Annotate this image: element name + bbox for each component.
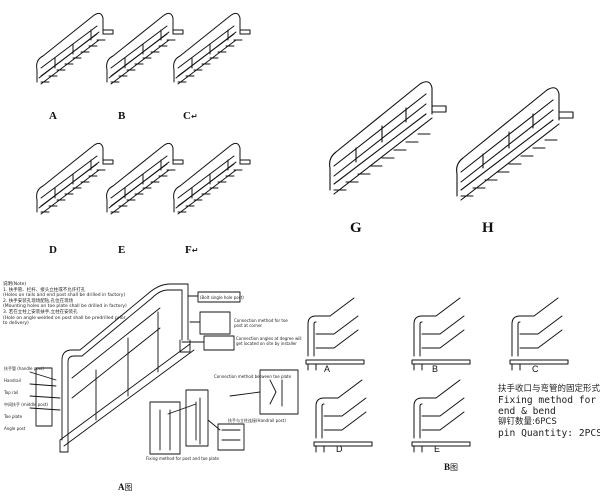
railing-variant-d: [36, 142, 114, 215]
end-label-a: A: [324, 364, 331, 374]
caption-b: B图: [444, 462, 459, 472]
callout-handle-post: 扶手管 (handle post): [4, 366, 44, 371]
pin-quantity-en: pin Quantity: 2PCS: [498, 428, 600, 439]
callout-angle-post: Angle post: [4, 426, 26, 431]
railing-variant-c: [173, 12, 251, 85]
callout-angle-degree: Connection angles at degree will get loc…: [236, 336, 302, 346]
label-a: A: [49, 110, 57, 122]
note-line: (Hole on angle welded on post shall be p…: [3, 315, 126, 321]
label-b: B: [118, 110, 126, 122]
callout-handrail: Handrail: [4, 378, 21, 383]
callout-corner: Connection method for toe post at corner: [234, 318, 288, 328]
detail-a-drawing: [29, 283, 299, 455]
note-line: to delivery): [3, 321, 29, 327]
caption-a: A图: [118, 482, 133, 492]
label-f: F↵: [185, 244, 199, 256]
railing-variant-h: [456, 87, 574, 201]
callout-handrail-post: 扶手与立柱连接(Handrail post): [228, 418, 286, 423]
railing-variant-f: [173, 142, 251, 215]
end-fixing-e: [411, 379, 471, 453]
label-h: H: [482, 220, 494, 236]
fixing-subtitle: end & bend: [498, 406, 556, 417]
callout-toe-plate: Toe plate: [4, 414, 23, 419]
end-fixing-b: [411, 297, 471, 371]
note-line: (Mounting holes on toe plate shall be dr…: [3, 304, 127, 310]
end-fixing-d: [313, 379, 373, 453]
end-label-b: B: [432, 364, 439, 374]
note-line: (Holes on rails and end post shall be dr…: [3, 293, 126, 299]
end-fixing-a: [305, 297, 365, 371]
note-line: 1. 扶手管、栏杆、接头立柱或不允许打孔: [3, 287, 86, 293]
end-label-e: E: [434, 444, 441, 454]
railing-variant-a: [36, 12, 114, 85]
end-label-d: D: [336, 444, 343, 454]
note-line: 2. 扶手安装孔现场配钻,孔位在现场: [3, 298, 74, 304]
railing-variant-e: [106, 142, 184, 215]
label-g: G: [350, 220, 362, 236]
callout-middle-post: 中间扶手 (middle post): [4, 402, 48, 407]
railing-variant-b: [106, 12, 184, 85]
fixing-method-block: 扶手收口与弯管的固定形式 Fixing method for end & ben…: [498, 384, 600, 439]
note-line: 3. 若在立柱上安装扶手,立柱在安装孔: [3, 309, 78, 315]
railing-variant-g: [329, 81, 447, 195]
note-title: 说明(Note): [3, 282, 27, 287]
notes-block: 说明(Note) 1. 扶手管、栏杆、接头立柱或不允许打孔 (Holes on …: [3, 282, 127, 327]
fixing-title-cn: 扶手收口与弯管的固定形式: [498, 384, 600, 394]
callout-top-rail: Top rail: [4, 390, 19, 395]
callout-toe-connection: Connection method between toe plate: [214, 374, 292, 379]
label-c: C↵: [183, 110, 198, 122]
end-label-c: C: [532, 364, 539, 374]
pin-quantity-cn: 铆钉数量:6PCS: [498, 417, 557, 427]
label-e: E: [118, 244, 126, 256]
label-d: D: [49, 244, 57, 256]
callout-bolt-hole: (Bolt single hole post): [200, 295, 244, 300]
end-fixing-c: [509, 297, 569, 371]
fixing-title-en: Fixing method for: [498, 395, 597, 406]
callout-fixing-post: Fixing method for post and toe plate: [146, 456, 220, 461]
